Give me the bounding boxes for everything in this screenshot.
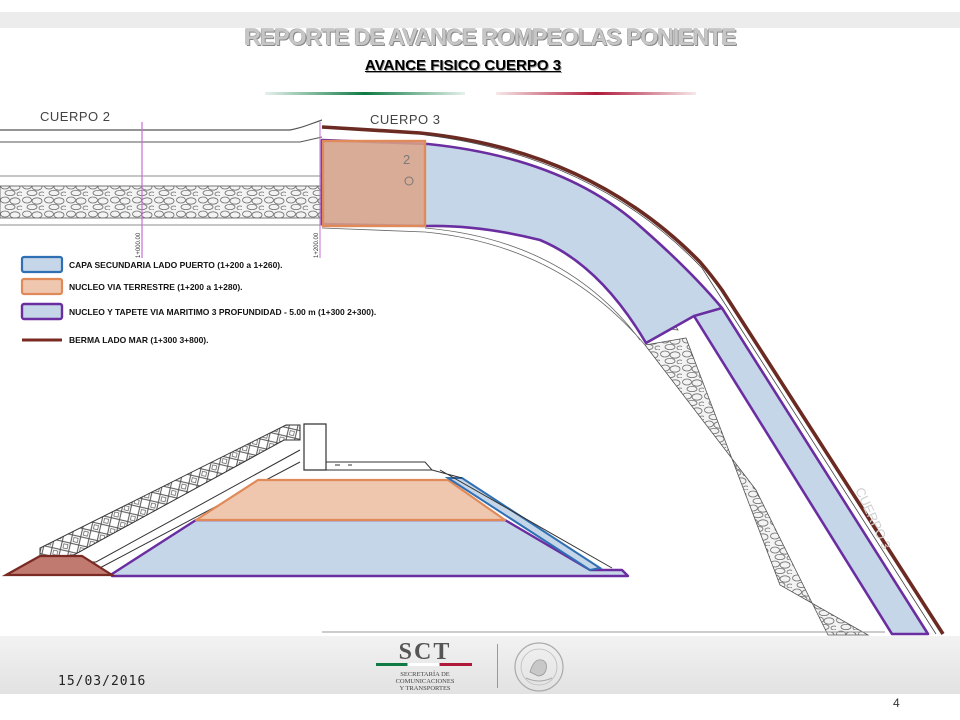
legend-swatch-land-core — [20, 277, 64, 296]
sct-logo-line-2: COMUNICACIONES — [395, 678, 455, 685]
legend-swatch-sea-core — [20, 302, 64, 321]
sct-logo-line-3: Y TRANSPORTES — [399, 685, 451, 692]
header-strip — [0, 12, 960, 28]
page-number: 4 — [893, 696, 900, 710]
accent-line-red — [496, 92, 696, 95]
sct-logo: SCT SECRETARÍA DE COMUNICACIONES Y TRANS… — [375, 639, 475, 692]
sct-logo-color-bar — [376, 663, 472, 666]
legend: CAPA SECUNDARIA LADO PUERTO (1+200 a 1+2… — [20, 255, 376, 345]
station-label-2: 1+200.00 — [314, 232, 320, 258]
legend-item-land-core: NUCLEO VIA TERRESTRE (1+200 a 1+280). — [20, 277, 243, 296]
crown-deck — [326, 461, 434, 471]
footer-divider — [497, 644, 498, 688]
section-sea-core — [110, 518, 630, 578]
legend-swatch-secondary-layer — [20, 255, 64, 274]
land-core-block — [321, 139, 427, 228]
sea-core-divider — [693, 306, 723, 318]
legend-item-sea-core: NUCLEO Y TAPETE VIA MARITIMO 3 PROFUNDID… — [20, 302, 376, 321]
berm-line — [321, 125, 945, 635]
section-berm — [1, 554, 116, 577]
sct-logo-subtitle: SECRETARÍA DE COMUNICACIONES Y TRANSPORT… — [375, 671, 475, 692]
legend-label-secondary-layer: CAPA SECUNDARIA LADO PUERTO (1+200 a 1+2… — [69, 260, 283, 270]
section-land-core — [194, 478, 507, 522]
plan-lower-rock-band — [644, 337, 870, 636]
page-subtitle: AVANCE FISICO CUERPO 3 — [364, 57, 562, 74]
section-secondary-layer — [444, 477, 603, 572]
block-digit: 2 — [403, 152, 410, 167]
legend-item-secondary-layer: CAPA SECUNDARIA LADO PUERTO (1+200 a 1+2… — [20, 255, 283, 274]
sct-logo-text: SCT — [398, 639, 452, 665]
section-right-slope-lines — [431, 469, 613, 569]
station-label-1: 1+000.00 — [136, 232, 142, 258]
label-cuerpo-2: CUERPO 2 — [40, 109, 110, 124]
mexican-coat-of-arms-icon — [514, 642, 564, 692]
armor-layer — [39, 424, 301, 557]
legend-label-land-core: NUCLEO VIA TERRESTRE (1+200 a 1+280). — [69, 282, 243, 292]
label-cuerpo-3: CUERPO 3 — [370, 112, 440, 127]
plan-straight-section — [0, 119, 323, 258]
legend-label-sea-core: NUCLEO Y TAPETE VIA MARITIMO 3 PROFUNDID… — [69, 307, 376, 317]
footer-band — [0, 636, 960, 694]
legend-label-berm: BERMA LADO MAR (1+300 3+800). — [69, 335, 209, 345]
berm-inner-line — [424, 134, 937, 635]
page-title: REPORTE DE AVANCE ROMPEOLAS PONIENTE — [244, 24, 736, 50]
footer-date: 15/03/2016 — [58, 674, 147, 689]
legend-item-berm: BERMA LADO MAR (1+300 3+800). — [22, 335, 209, 345]
cross-section — [1, 423, 630, 578]
accent-line-green — [265, 92, 465, 95]
crown-wall — [303, 423, 327, 471]
block-mark-circle — [404, 176, 414, 186]
plan-outer-lines — [321, 227, 646, 346]
sct-logo-line-1: SECRETARÍA DE — [400, 671, 450, 678]
